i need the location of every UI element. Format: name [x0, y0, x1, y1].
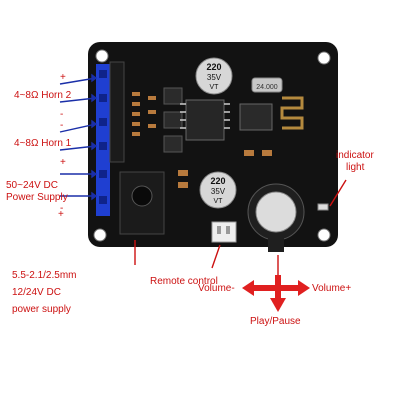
horn2-label: 4~8Ω Horn 2 [14, 90, 72, 101]
capacitor-bottom-value: 220 [210, 176, 225, 186]
polarity-sign: - [60, 203, 64, 214]
power-supply-label: Power Supply [6, 192, 68, 203]
smd-components [132, 92, 156, 136]
volume-plus-label: Volume+ [312, 283, 352, 294]
crystal-oscillator [251, 77, 283, 93]
capacitor-top-code: VT [210, 84, 220, 91]
polarity-sign: - [60, 109, 64, 120]
smd-resistor [244, 150, 254, 156]
mount-hole [317, 228, 331, 242]
smd-resistor [262, 150, 272, 156]
capacitor-top-value: 220 [206, 62, 221, 72]
power-voltage-label: 50~24V DC [6, 180, 58, 191]
mount-hole [93, 228, 107, 242]
inductors [163, 87, 183, 153]
knob-stem [268, 238, 284, 252]
capacitor-top [195, 57, 233, 95]
light-label: light [346, 162, 365, 173]
indicator-label: indicator [336, 150, 374, 161]
speaker-terminal-strip [96, 64, 110, 216]
volume-minus-label: Volume- [198, 283, 235, 294]
barrel-jack-opening [131, 185, 153, 207]
knob-direction-arrows [242, 275, 310, 312]
smd-resistor [178, 170, 188, 176]
callout-lines [134, 179, 347, 275]
amplifier-chip [185, 99, 225, 141]
terminal-block [109, 61, 125, 163]
barrel-size-label: 5.5-2.1/2.5mm [12, 270, 77, 281]
capacitor-bottom-code: VT [214, 198, 224, 205]
mount-hole [317, 51, 331, 65]
remote-control-label: Remote control [150, 276, 218, 287]
bluetooth-chip [239, 103, 273, 131]
mount-hole [95, 49, 109, 63]
polarity-sign: + [60, 157, 66, 168]
capacitor-bottom-voltage: 35V [211, 187, 226, 196]
chip-pins [180, 103, 230, 129]
polarity-sign: + [58, 209, 64, 220]
horn1-label: 4~8Ω Horn 1 [14, 138, 72, 149]
remote-connector [211, 221, 237, 243]
crystal-label: 24.000 [256, 84, 278, 91]
pointer-lines [59, 73, 98, 201]
barrel-voltage-label: 12/24V DC [12, 287, 61, 298]
play-pause-label: Play/Pause [250, 316, 301, 327]
terminal-screws [99, 70, 107, 204]
pcb-antenna [280, 96, 304, 130]
polarity-sign: - [60, 120, 64, 131]
volume-knob [255, 191, 297, 233]
polarity-sign: + [60, 72, 66, 83]
smd-resistor [178, 182, 188, 188]
capacitor-top-voltage: 35V [207, 73, 222, 82]
barrel-supply-label: power supply [12, 304, 71, 315]
indicator-led [317, 203, 329, 211]
capacitor-bottom [199, 171, 237, 209]
